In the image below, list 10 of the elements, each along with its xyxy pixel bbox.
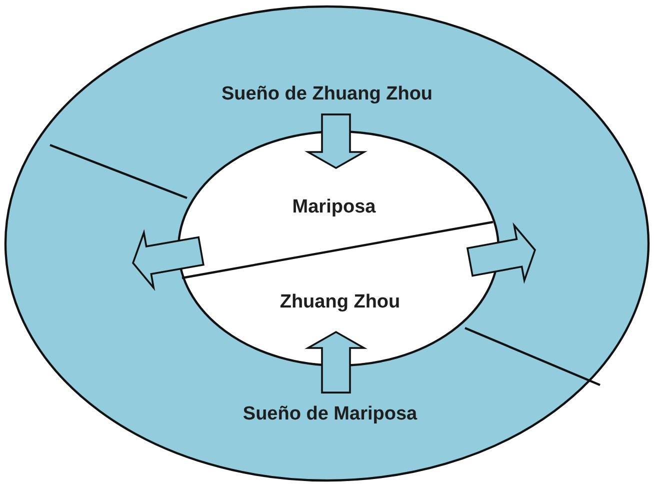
outer-ellipse — [4, 5, 650, 482]
block-arrow — [466, 222, 536, 284]
ellipse-label: Zhuang Zhou — [280, 292, 400, 314]
block-arrow — [304, 114, 368, 170]
caption-text: Sueño de Mariposa — [242, 404, 418, 426]
inner-ellipse — [177, 130, 500, 367]
caption-text: Sueño de Zhuang Zhou — [221, 84, 433, 106]
block-arrow — [304, 330, 368, 394]
ellipse-label: Mariposa — [292, 198, 376, 218]
block-arrow — [132, 229, 204, 291]
